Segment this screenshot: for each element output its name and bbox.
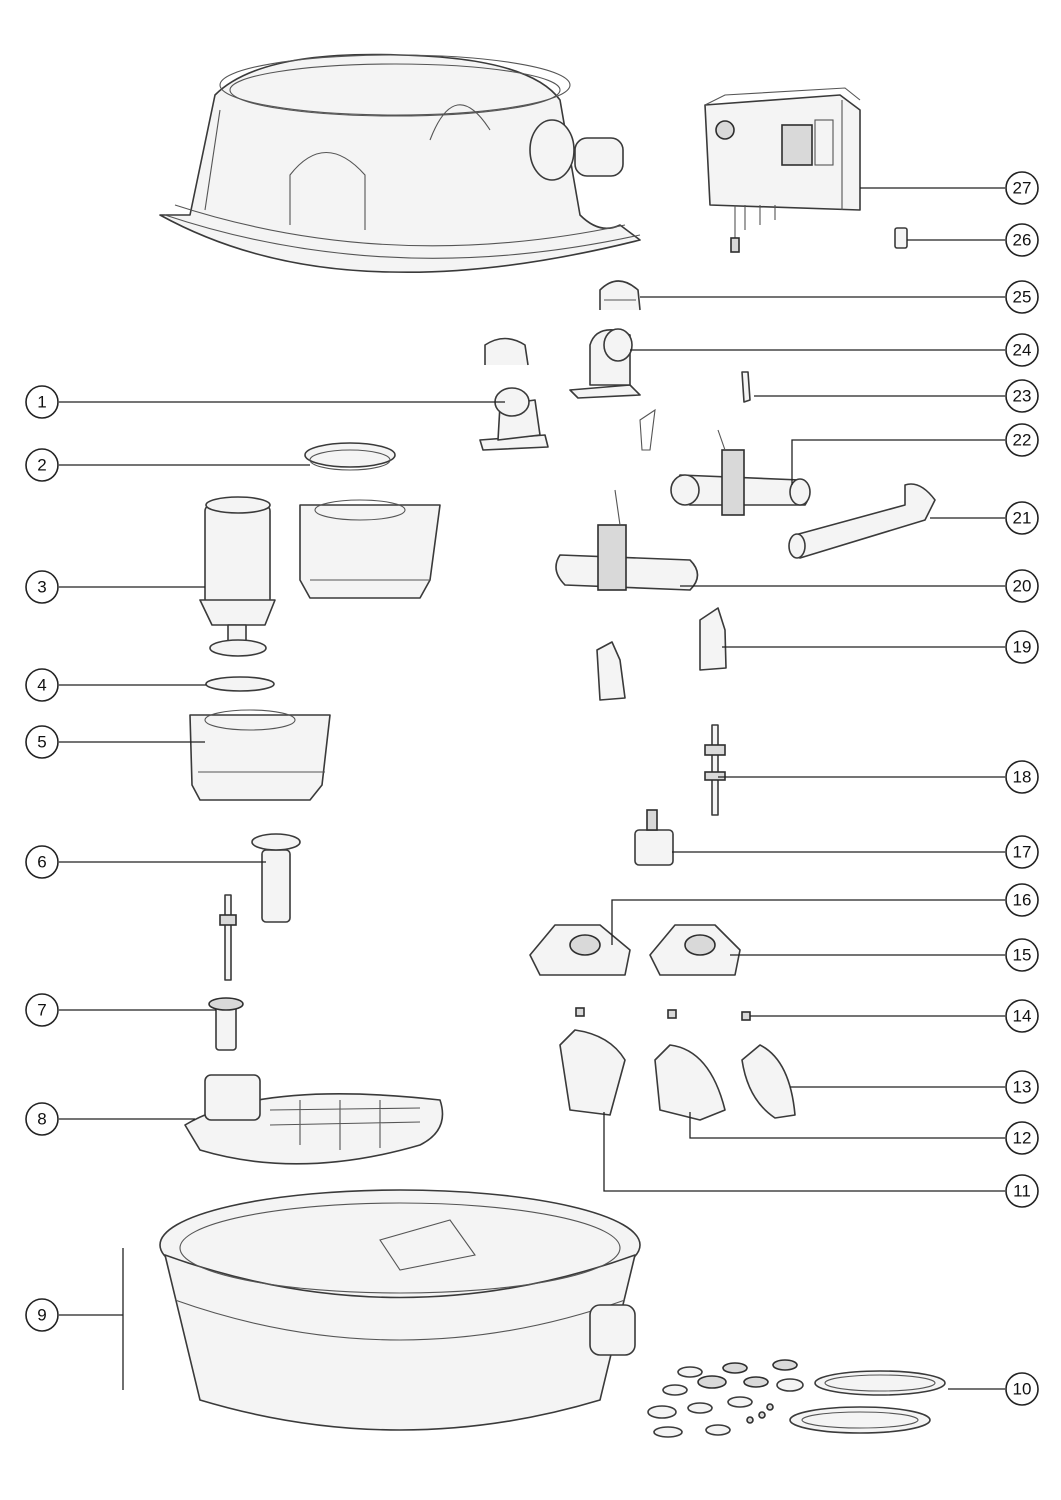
svg-text:6: 6	[37, 853, 46, 872]
callout-22: 22	[1005, 423, 1039, 457]
pump-right-part	[649, 924, 741, 976]
upper-collector-part	[299, 499, 441, 599]
svg-text:27: 27	[1013, 179, 1032, 198]
svg-text:22: 22	[1013, 431, 1032, 450]
svg-text:21: 21	[1013, 509, 1032, 528]
svg-text:5: 5	[37, 733, 46, 752]
callout-12: 12	[1005, 1121, 1039, 1155]
callout-2: 2	[25, 448, 59, 482]
seal-kit-part	[647, 1359, 946, 1438]
fuse-part	[894, 227, 908, 249]
callout-16: 16	[1005, 883, 1039, 917]
svg-text:17: 17	[1013, 843, 1032, 862]
cover-plate-part	[304, 442, 396, 471]
svg-text:18: 18	[1013, 768, 1032, 787]
callout-24: 24	[1005, 333, 1039, 367]
clamp-11-part	[559, 1029, 626, 1116]
svg-text:9: 9	[37, 1306, 46, 1325]
callout-25: 25	[1005, 280, 1039, 314]
bent-pipe-part	[788, 483, 936, 559]
svg-text:7: 7	[37, 1001, 46, 1020]
callout-13: 13	[1005, 1070, 1039, 1104]
callout-21: 21	[1005, 501, 1039, 535]
callout-19: 19	[1005, 630, 1039, 664]
callout-17: 17	[1005, 835, 1039, 869]
callout-8: 8	[25, 1102, 59, 1136]
long-valve-pipe-part	[555, 489, 699, 591]
svg-text:2: 2	[37, 456, 46, 475]
callout-18: 18	[1005, 760, 1039, 794]
pump-left-part	[529, 924, 631, 976]
svg-text:3: 3	[37, 578, 46, 597]
svg-text:4: 4	[37, 676, 46, 695]
clamp-13-part	[741, 1044, 796, 1119]
sensor-box-part	[634, 809, 674, 866]
callout-4: 4	[25, 668, 59, 702]
callout-1: 1	[25, 385, 59, 419]
svg-text:14: 14	[1013, 1007, 1032, 1026]
svg-text:13: 13	[1013, 1078, 1032, 1097]
float-rod-part	[704, 724, 726, 816]
upper-housing-part	[159, 53, 641, 274]
control-box-part	[704, 87, 861, 253]
callout-23: 23	[1005, 379, 1039, 413]
callout-14: 14	[1005, 999, 1039, 1033]
callout-27: 27	[1005, 171, 1039, 205]
sensor-rod-part	[219, 894, 237, 981]
svg-text:12: 12	[1013, 1129, 1032, 1148]
svg-text:19: 19	[1013, 638, 1032, 657]
callout-5: 5	[25, 725, 59, 759]
svg-text:20: 20	[1013, 577, 1032, 596]
base-tank-part	[159, 1189, 641, 1431]
svg-text:10: 10	[1013, 1380, 1032, 1399]
svg-text:23: 23	[1013, 387, 1032, 406]
valve-lever-part	[639, 371, 751, 451]
filter-pump-part	[199, 496, 276, 657]
pipe-clip-top-part	[599, 280, 641, 311]
small-cartridge-part	[208, 997, 244, 1051]
callout-6: 6	[25, 845, 59, 879]
left-elbow-part	[479, 337, 549, 451]
svg-text:15: 15	[1013, 946, 1032, 965]
lower-collector-part	[189, 709, 331, 801]
valve-pipe-part	[670, 429, 811, 516]
callout-26: 26	[1005, 223, 1039, 257]
filter-cartridge-part	[251, 833, 301, 923]
callout-20: 20	[1005, 569, 1039, 603]
nut-part	[575, 1007, 751, 1021]
svg-text:11: 11	[1013, 1182, 1031, 1201]
svg-text:8: 8	[37, 1110, 46, 1129]
callout-3: 3	[25, 570, 59, 604]
callout-15: 15	[1005, 938, 1039, 972]
clamp-12-part	[654, 1044, 726, 1121]
support-bracket-part	[596, 607, 727, 701]
callout-11: 11	[1005, 1174, 1039, 1208]
svg-text:25: 25	[1013, 288, 1032, 307]
svg-text:16: 16	[1013, 891, 1032, 910]
svg-text:24: 24	[1013, 341, 1032, 360]
elbow-base-part	[569, 328, 641, 399]
grid-plate-part	[184, 1074, 444, 1165]
callout-10: 10	[1005, 1372, 1039, 1406]
callout-9: 9	[25, 1298, 59, 1332]
callout-7: 7	[25, 993, 59, 1027]
leader-lines	[59, 187, 1005, 1390]
svg-text:1: 1	[37, 393, 46, 412]
svg-text:26: 26	[1013, 231, 1032, 250]
o-ring-part	[205, 676, 275, 692]
